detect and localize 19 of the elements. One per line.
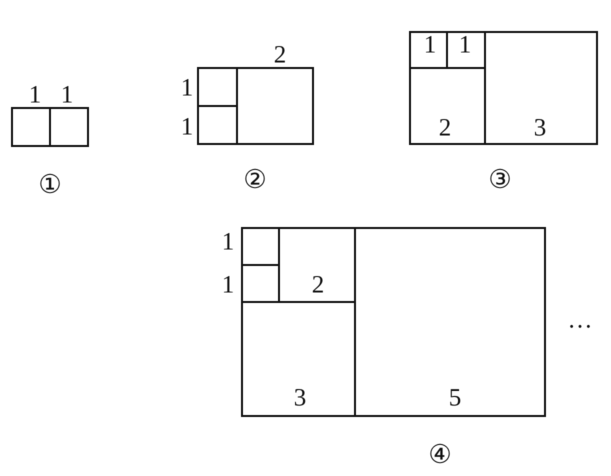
side-length-label: 1 (458, 32, 472, 58)
side-length-label: 1 (222, 272, 234, 298)
ellipsis: … (568, 308, 592, 332)
side-length-label: 1 (222, 230, 234, 254)
side-length-label: 2 (312, 272, 324, 298)
side-length-label: 2 (274, 42, 286, 68)
side-length-label: 1 (28, 82, 42, 108)
side-length-label: 3 (534, 116, 546, 140)
side-length-label: 5 (448, 386, 462, 410)
figure-number: ① (38, 172, 62, 198)
figure-number: ④ (428, 442, 452, 468)
side-length-label: 1 (180, 114, 194, 140)
figure-number: ③ (488, 167, 512, 193)
side-length-label: 1 (424, 32, 436, 58)
side-length-label: 2 (438, 116, 452, 140)
side-length-label: 1 (180, 76, 194, 100)
figure-number: ② (243, 167, 267, 193)
side-length-label: 3 (294, 386, 306, 410)
side-length-label: 1 (60, 82, 74, 108)
